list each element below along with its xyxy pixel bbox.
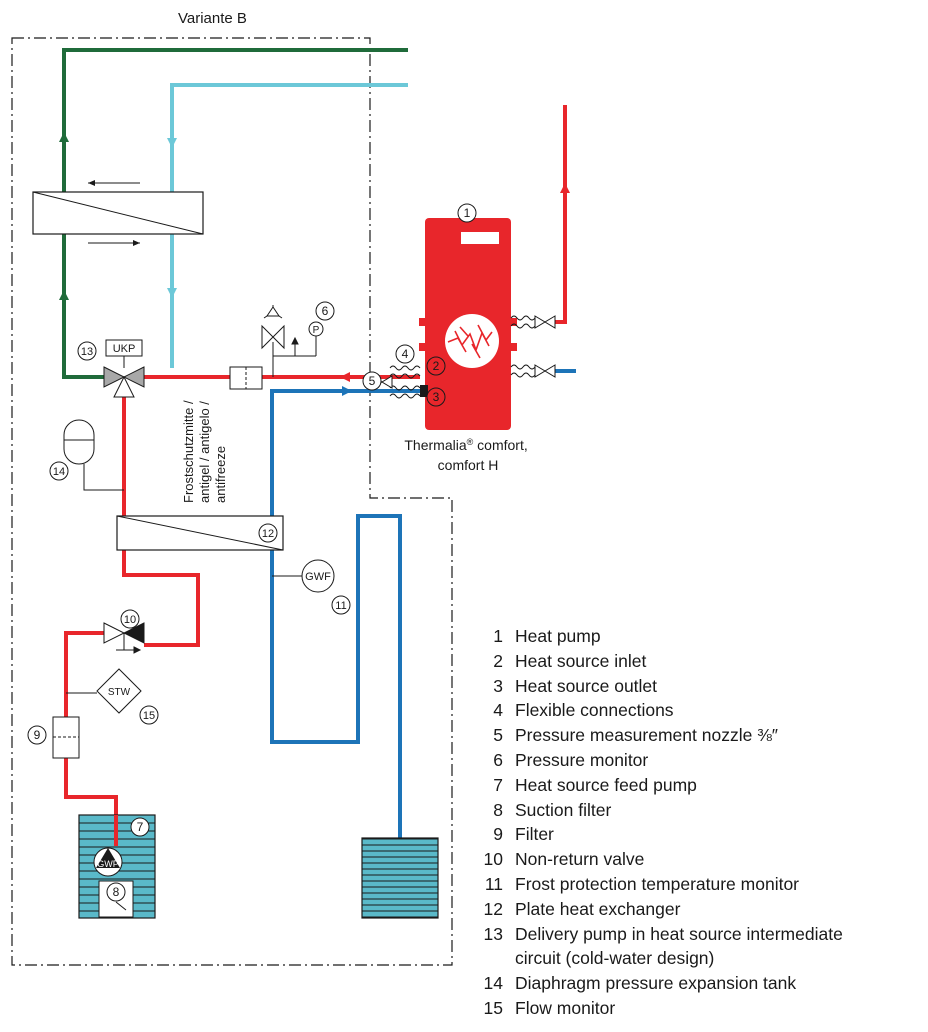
- numbered-markers: [27, 203, 477, 902]
- non-return-valve: [103, 622, 145, 654]
- legend-number: 7: [493, 774, 503, 795]
- marker-9: 9: [34, 728, 41, 742]
- heat-pump-unit: [419, 218, 517, 430]
- legend-number: 2: [493, 650, 503, 671]
- return-well: [361, 837, 439, 919]
- legend-row: 10 Non-return valve: [460, 847, 928, 872]
- legend-text: Pressure measurement nozzle ⅜″: [515, 725, 778, 746]
- legend-number: 5: [493, 725, 503, 746]
- legend-text: circuit (cold-water design): [515, 948, 715, 969]
- upper-heat-exchanger: [32, 180, 204, 246]
- legend-row: 11 Frost protection temperature monitor: [460, 872, 928, 897]
- legend-number: 1: [493, 626, 503, 646]
- legend-text: Flexible connections: [515, 700, 674, 721]
- legend-row: 4 Flexible connections: [460, 698, 928, 723]
- stw-tag: STW: [108, 687, 131, 698]
- legend-text: Pressure monitor: [515, 749, 649, 770]
- legend-number: 11: [484, 873, 503, 894]
- legend-row: 1 Heat pump: [460, 624, 928, 649]
- pressure-monitor-tag: P: [313, 325, 320, 336]
- filter-9: [52, 716, 80, 759]
- legend-row: 5 Pressure measurement nozzle ⅜″: [460, 723, 928, 748]
- gwf-tag: GWF: [305, 571, 331, 583]
- svg-text:UKP: UKP: [113, 343, 136, 355]
- marker-1: 1: [464, 206, 471, 220]
- marker-12: 12: [262, 528, 274, 540]
- marker-5: 5: [369, 374, 376, 388]
- legend-row: 13 Delivery pump in heat source intermedi…: [460, 922, 928, 947]
- red-flow-arrows: [340, 183, 570, 382]
- legend-row: 2 Heat source inlet: [460, 649, 928, 674]
- flexible-connections: [389, 315, 536, 399]
- cyan-flow-arrows: [167, 138, 177, 298]
- gwp-tag: GWP: [97, 859, 119, 869]
- safety-valve-and-pressure-monitor: [261, 305, 324, 377]
- legend-row: 3 Heat source outlet: [460, 674, 928, 699]
- legend-number: 3: [493, 675, 503, 696]
- legend-row: 15 Flow monitor: [460, 996, 928, 1021]
- ukp-pump: UKP: [103, 339, 145, 398]
- legend-row: circuit (cold-water design): [460, 946, 928, 971]
- legend-number: 15: [483, 997, 503, 1018]
- heat-pump-caption: Thermalia® comfort, comfort H: [404, 437, 531, 473]
- green-flow-arrows: [59, 132, 69, 300]
- legend-text: Suction filter: [515, 799, 612, 820]
- legend-text: Heat source outlet: [515, 675, 658, 696]
- variant-boundary: [11, 37, 453, 966]
- marker-8: 8: [113, 885, 120, 899]
- legend-row: 12 Plate heat exchanger: [460, 897, 928, 922]
- marker-numbers: 1 2 3 4 5 6 7 8 9 10 11 12 13 14 15: [34, 206, 471, 899]
- expansion-tank: [63, 419, 124, 491]
- gwf-frost-monitor: [272, 559, 335, 593]
- legend-text: Delivery pump in heat source intermediat…: [515, 923, 843, 944]
- legend-row: 9 Filter: [460, 822, 928, 847]
- legend-text: Non-return valve: [515, 849, 645, 870]
- legend-text: Heat source inlet: [515, 650, 647, 671]
- inline-filter: [229, 366, 263, 390]
- marker-3: 3: [433, 390, 440, 404]
- legend-text: Plate heat exchanger: [515, 898, 681, 919]
- legend-number: 12: [483, 898, 503, 919]
- legend-text: Heat pump: [515, 626, 601, 646]
- legend-text: Filter: [515, 824, 554, 845]
- legend-row: 7 Heat source feed pump: [460, 773, 928, 798]
- legend-number: 14: [483, 973, 503, 994]
- legend-text: Heat source feed pump: [515, 774, 697, 795]
- legend-number: 10: [483, 849, 503, 870]
- marker-15: 15: [143, 710, 155, 722]
- legend-text: Frost protection temperature monitor: [515, 873, 800, 894]
- marker-4: 4: [402, 347, 409, 361]
- marker-6: 6: [322, 304, 329, 318]
- legend-row: 14 Diaphragm pressure expansion tank: [460, 971, 928, 996]
- marker-14: 14: [53, 466, 65, 478]
- flow-monitor: [66, 668, 142, 714]
- legend-number: 9: [493, 824, 503, 845]
- marker-11: 11: [335, 600, 346, 612]
- legend-number: [460, 946, 515, 971]
- variant-label: Variante B: [178, 10, 247, 27]
- legend-row: 8 Suction filter: [460, 798, 928, 823]
- legend-number: 13: [483, 923, 503, 944]
- cyan-pipe: [170, 83, 408, 368]
- plate-heat-exchanger: [116, 515, 284, 551]
- legend-number: 8: [493, 799, 503, 820]
- legend-row: 6 Pressure monitor: [460, 748, 928, 773]
- marker-13: 13: [81, 346, 93, 358]
- marker-10: 10: [124, 614, 136, 626]
- marker-7: 7: [137, 820, 144, 834]
- antifreeze-label: Frostschutzmitte / antigel / antigelo / …: [181, 397, 228, 503]
- legend-text: Flow monitor: [515, 997, 616, 1018]
- legend-number: 6: [493, 749, 503, 770]
- legend-text: Diaphragm pressure expansion tank: [515, 973, 797, 994]
- marker-2: 2: [433, 359, 440, 373]
- legend-number: 4: [493, 700, 503, 721]
- blue-flow-arrows: [342, 386, 352, 396]
